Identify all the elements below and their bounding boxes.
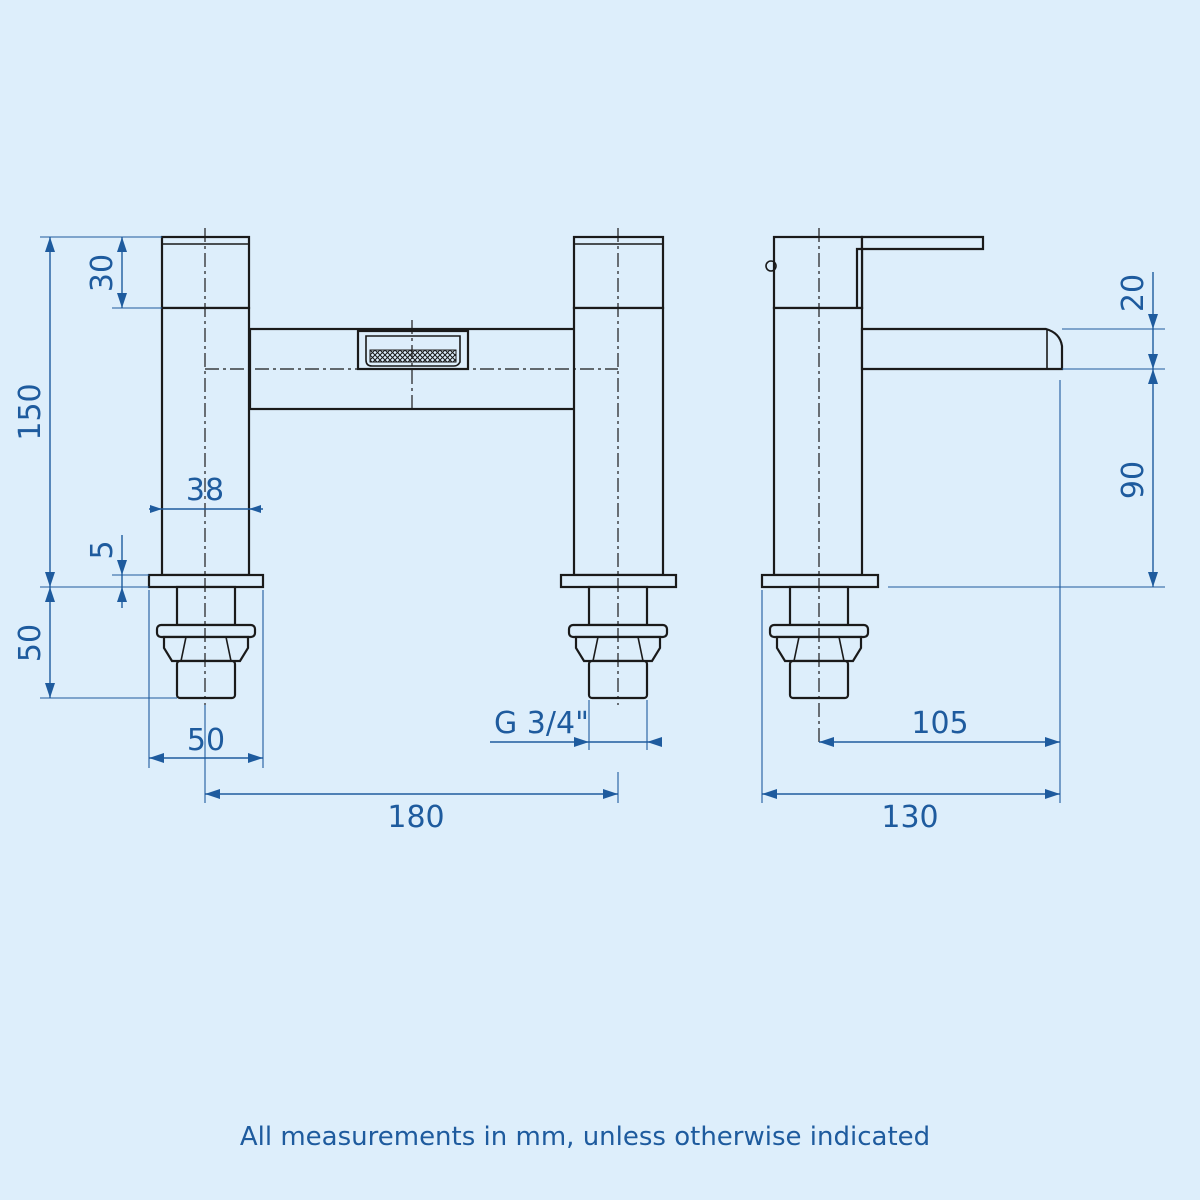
side-lever <box>860 235 985 251</box>
dim-base-width <box>148 590 264 768</box>
left-flange <box>147 573 265 589</box>
label-total-depth: 130 <box>881 800 938 835</box>
label-spout-thickness: 20 <box>1116 274 1151 312</box>
dim-top-cap <box>117 237 127 308</box>
lever-pivot <box>765 260 777 272</box>
dim-tail-length <box>45 587 55 698</box>
left-pillar <box>147 235 265 700</box>
dim-centres <box>204 705 619 803</box>
front-view <box>147 228 678 705</box>
label-thread: G 3/4" <box>494 706 589 741</box>
label-total-height: 150 <box>13 383 48 440</box>
side-view <box>760 228 1064 745</box>
footer-note: All measurements in mm, unless otherwise… <box>240 1122 930 1152</box>
label-base-width: 50 <box>187 723 225 758</box>
side-handle-base <box>772 235 864 310</box>
label-flange: 5 <box>85 540 120 559</box>
side-body <box>772 306 864 577</box>
side-spout <box>860 327 1064 371</box>
left-nut <box>162 635 250 663</box>
label-spout-height: 90 <box>1116 461 1151 499</box>
left-shank <box>175 585 237 627</box>
dim-thread <box>490 700 662 750</box>
label-body-width: 38 <box>186 473 224 508</box>
label-top-cap: 30 <box>85 254 120 292</box>
side-flange <box>760 573 880 589</box>
label-spout-reach: 105 <box>911 706 968 741</box>
dim-spout-height <box>1148 369 1158 587</box>
dim-spout-thickness <box>1148 272 1158 369</box>
left-washer <box>155 623 257 639</box>
left-tail <box>175 659 237 700</box>
label-tail-length: 50 <box>13 624 48 662</box>
dim-spout-reach <box>819 380 1061 803</box>
label-centres: 180 <box>387 800 444 835</box>
dim-flange <box>117 535 127 608</box>
aerator-outlet <box>356 329 470 371</box>
dim-body-width <box>149 505 263 513</box>
dimension-lines <box>40 236 1165 803</box>
dimension-labels: 150 30 5 50 38 50 180 G 3/4" 20 90 105 1… <box>13 254 1151 835</box>
dim-total-depth <box>761 590 1060 803</box>
dim-total-height <box>45 237 55 587</box>
